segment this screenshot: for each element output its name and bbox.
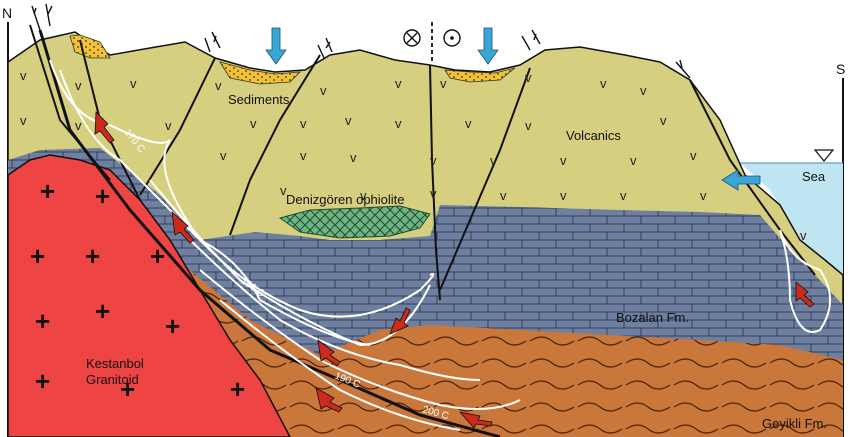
volcanic-mark: v	[690, 148, 697, 163]
volcanic-mark: v	[800, 228, 807, 243]
fault-arrow-icon	[31, 3, 691, 79]
denizgoren-ophiolite	[278, 205, 431, 239]
volcanic-mark: v	[620, 188, 627, 203]
volcanic-mark: v	[640, 83, 647, 98]
kestanbol-label-1: Kestanbol	[86, 356, 144, 371]
granite-mark: +	[95, 181, 110, 211]
volcanic-mark: v	[525, 70, 532, 85]
volcanic-mark: v	[525, 118, 532, 133]
bozalan-label: Bozalan Fm.	[616, 310, 689, 325]
volcanic-mark: v	[560, 188, 567, 203]
volcanic-mark: v	[130, 76, 137, 91]
granite-marks: + + + + + + + + + + +	[30, 176, 245, 404]
volcanic-mark: v	[430, 186, 437, 201]
volcanic-mark: v	[345, 113, 352, 128]
volcanic-mark: v	[395, 116, 402, 131]
volcanic-mark: v	[75, 118, 82, 133]
volcanic-mark: v	[220, 148, 227, 163]
volcanic-mark: v	[700, 188, 707, 203]
granite-mark: +	[165, 311, 180, 341]
kestanbol-label-2: Granitoid	[86, 372, 139, 387]
volcanic-mark: v	[560, 153, 567, 168]
volcanic-mark: v	[430, 153, 437, 168]
south-label: S	[836, 61, 845, 77]
granite-mark: +	[35, 366, 50, 396]
volcanic-mark: v	[350, 150, 357, 165]
volcanic-mark: v	[280, 183, 287, 198]
water-arrows	[265, 27, 761, 191]
volcanic-mark: v	[300, 148, 307, 163]
sediment-pocket-2	[219, 61, 302, 85]
granite-mark: +	[40, 176, 55, 206]
volcanic-mark: v	[660, 113, 667, 128]
volcanic-mark: v	[465, 116, 472, 131]
kestanbol-granitoid	[7, 154, 291, 437]
volcanic-mark: v	[490, 153, 497, 168]
circle-dot-icon	[443, 29, 461, 47]
volcanic-mark: v	[630, 153, 637, 168]
granite-mark: +	[150, 241, 165, 271]
sediments-label: Sediments	[228, 92, 290, 107]
volcanic-mark: v	[360, 188, 367, 203]
volcanic-mark: v	[440, 76, 447, 91]
volcanic-mark: v	[320, 83, 327, 98]
ophiolite-label: Denizgören ophiolite	[286, 192, 405, 207]
granite-mark: +	[30, 241, 45, 271]
volcanic-mark: v	[215, 78, 222, 93]
volcanic-mark: v	[250, 116, 257, 131]
volcanic-mark: v	[20, 113, 27, 128]
sediment-pocket-3	[444, 67, 516, 83]
sea-label: Sea	[802, 169, 826, 184]
granite-mark: +	[35, 306, 50, 336]
granite-mark: +	[120, 374, 135, 404]
volcanic-mark: v	[20, 68, 27, 83]
granite-mark: +	[95, 296, 110, 326]
volcanic-mark: v	[300, 116, 307, 131]
volcanic-mark: v	[395, 76, 402, 91]
volcanics-label: Volcanics	[566, 128, 621, 143]
north-label: N	[2, 5, 12, 21]
granite-mark: +	[85, 241, 100, 271]
fluid-arrows	[94, 111, 815, 429]
volcanic-mark: v	[75, 78, 82, 93]
volcanic-mark: v	[165, 118, 172, 133]
sea-level-icon	[813, 149, 835, 162]
granite-mark: +	[230, 374, 245, 404]
circle-cross-icon	[403, 29, 421, 47]
volcanic-mark: v	[500, 188, 507, 203]
geyikli-label: Geyikli Fm.	[762, 416, 827, 431]
volcanic-mark: v	[600, 76, 607, 91]
